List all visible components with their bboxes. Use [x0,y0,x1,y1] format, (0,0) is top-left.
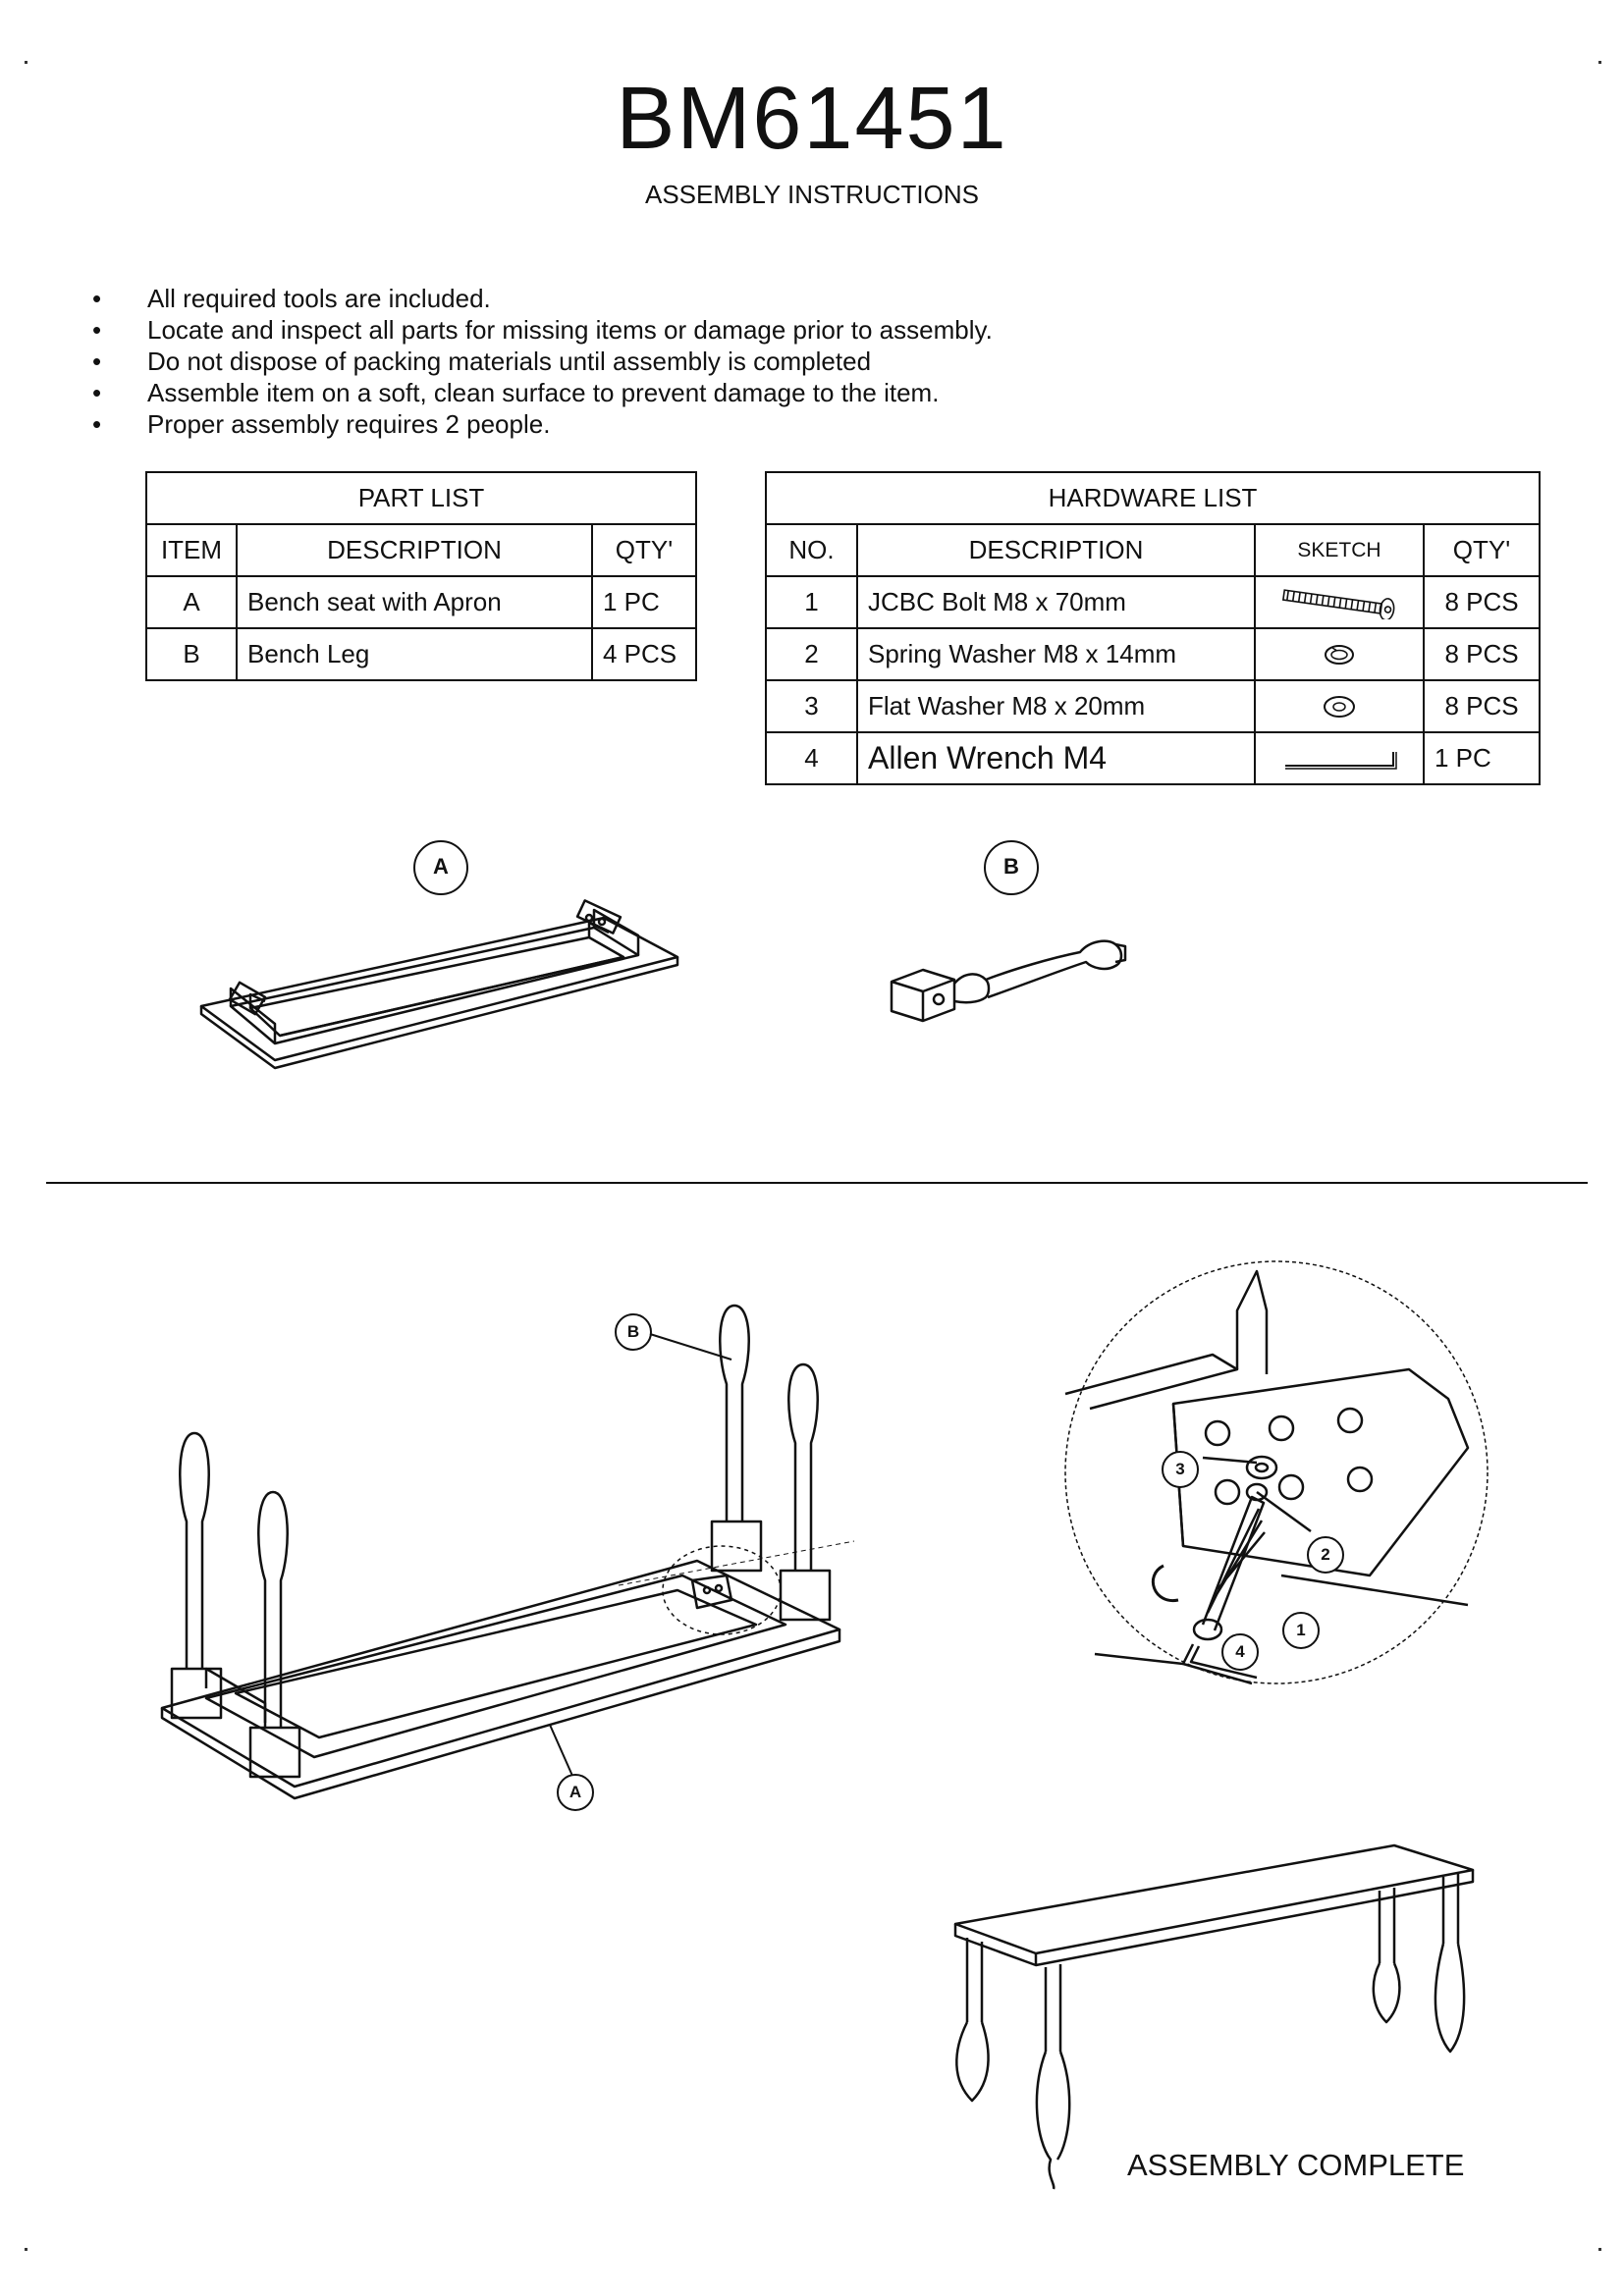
allen-wrench-icon [1285,751,1397,770]
note-item: Proper assembly requires 2 people. [88,408,993,440]
part-label-b: B [984,840,1039,895]
bench-leg-illustration [890,939,1127,1023]
hardware-list-title: HARDWARE LIST [764,471,1542,525]
hardware-detail-illustration [1064,1260,1489,1685]
leader-line [649,1333,732,1361]
table-row: 1 JCBC Bolt M8 x 70mm 8 PCS [765,575,1542,629]
bench-seat-illustration [199,899,679,1070]
part-qty: 4 PCS [591,627,697,681]
hardware-qty: 8 PCS [1422,679,1542,733]
note-item: Locate and inspect all parts for missing… [88,314,993,346]
hardware-description: Spring Washer M8 x 14mm [856,627,1256,681]
part-qty: 1 PC [591,575,697,629]
column-header: DESCRIPTION [856,523,1256,577]
column-header: SKETCH [1254,523,1425,577]
hardware-description: JCBC Bolt M8 x 70mm [856,575,1256,629]
part-list-title: PART LIST [145,471,697,525]
note-item: All required tools are included. [88,283,993,314]
part-item: B [145,627,238,681]
detail-callout-4: 4 [1221,1633,1259,1671]
notes-list: All required tools are included. Locate … [88,283,993,440]
corner-mark [25,2248,27,2251]
hardware-sketch [1254,627,1425,681]
column-header: QTY' [1422,523,1542,577]
hardware-qty: 1 PC [1422,731,1542,785]
assembly-callout-b: B [615,1313,652,1351]
hardware-qty: 8 PCS [1422,575,1542,629]
column-header: NO. [765,523,858,577]
detail-callout-1: 1 [1282,1612,1320,1649]
table-row: 2 Spring Washer M8 x 14mm 8 PCS [765,627,1542,681]
part-description: Bench Leg [236,627,593,681]
page-subtitle: ASSEMBLY INSTRUCTIONS [645,180,979,209]
hardware-sketch [1254,731,1425,785]
hardware-no: 1 [765,575,858,629]
hardware-sketch [1254,679,1425,733]
part-label-a: A [413,840,468,895]
bench-assembly-illustration [160,1304,854,1800]
hardware-list-table: HARDWARE LIST NO. DESCRIPTION SKETCH QTY… [764,471,1542,785]
detail-callout-2: 2 [1307,1536,1344,1574]
column-header: DESCRIPTION [236,523,593,577]
hardware-qty: 8 PCS [1422,627,1542,681]
assembly-complete-label: ASSEMBLY COMPLETE [1127,2148,1465,2182]
column-header: ITEM [145,523,238,577]
leader-line [549,1724,573,1777]
section-divider [46,1182,1588,1184]
column-header: QTY' [591,523,697,577]
hardware-no: 3 [765,679,858,733]
note-item: Do not dispose of packing materials unti… [88,346,993,377]
detail-callout-3: 3 [1162,1451,1199,1488]
table-row: A Bench seat with Apron 1 PC [145,575,697,629]
corner-mark [25,61,27,64]
part-item: A [145,575,238,629]
part-list-table: PART LIST ITEM DESCRIPTION QTY' A Bench … [145,471,697,681]
corner-mark [1598,2248,1601,2251]
assembled-bench-illustration [953,1843,1475,2190]
table-row: B Bench Leg 4 PCS [145,627,697,681]
hardware-sketch [1254,575,1425,629]
model-number: BM61451 [616,70,1008,168]
hardware-description: Flat Washer M8 x 20mm [856,679,1256,733]
bolt-icon [1281,588,1395,619]
note-item: Assemble item on a soft, clean surface t… [88,377,993,408]
spring-washer-icon [1325,644,1354,665]
assembly-callout-a: A [557,1774,594,1811]
hardware-description: Allen Wrench M4 [856,731,1256,785]
table-row: 3 Flat Washer M8 x 20mm 8 PCS [765,679,1542,733]
flat-washer-icon [1324,695,1355,718]
hardware-no: 2 [765,627,858,681]
part-description: Bench seat with Apron [236,575,593,629]
table-row: 4 Allen Wrench M4 1 PC [765,731,1542,785]
corner-mark [1598,61,1601,64]
hardware-no: 4 [765,731,858,785]
